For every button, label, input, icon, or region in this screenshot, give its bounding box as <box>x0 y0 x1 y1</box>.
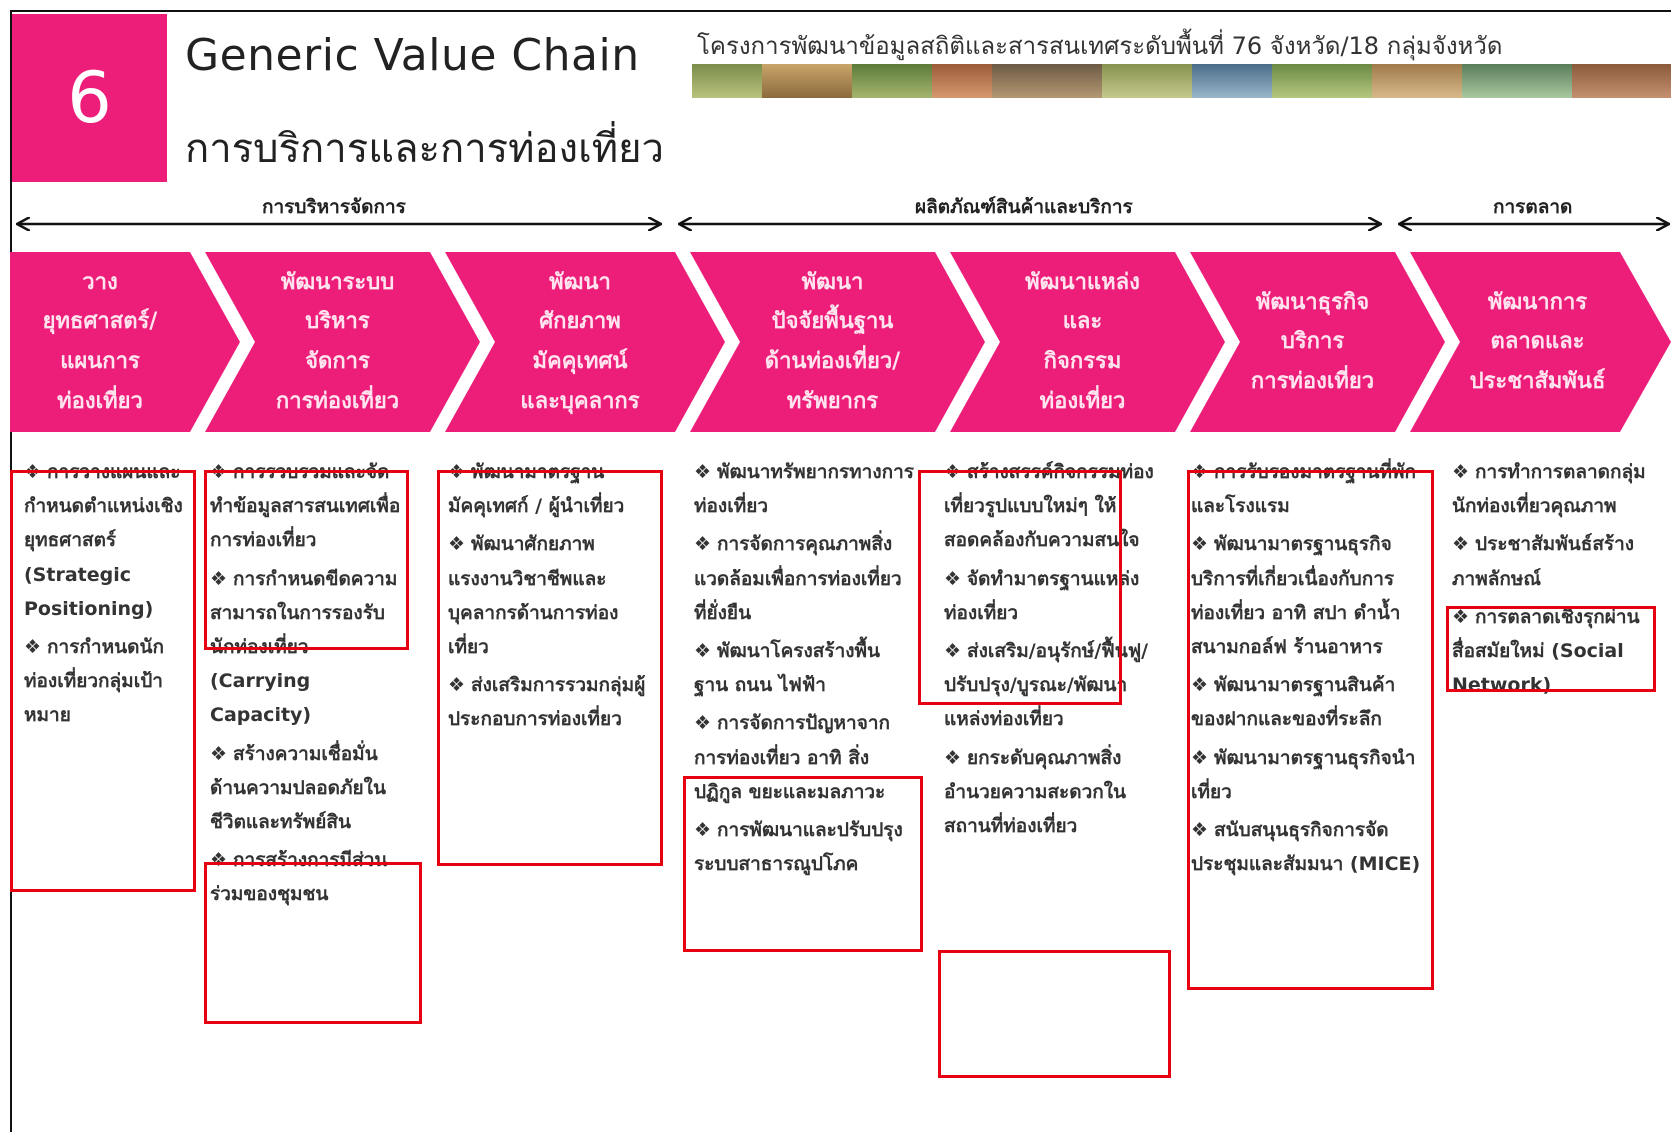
list-item: ❖การพัฒนาและปรับปรุงระบบสาธารณูปโภค <box>694 818 903 876</box>
highlight-box <box>10 470 196 892</box>
list-item: ❖การจัดการคุณภาพสิ่งแวดล้อมเพื่อการท่องเ… <box>694 533 902 624</box>
chevron-1 <box>10 252 240 432</box>
column-5: ❖สร้างสรรค์กิจกรรมท่องเที่ยวรูปแบบใหม่ๆ … <box>944 455 1159 847</box>
list-item: ❖พัฒนามาตรฐานสินค้าของฝากและของที่ระลึก <box>1191 674 1396 731</box>
list-item: ❖สนับสนุนธุรกิจการจัดประชุมและสัมมนา (MI… <box>1191 818 1421 876</box>
list-item: ❖ยกระดับคุณภาพสิ่งอำนวยความสะดวกในสถานที… <box>944 746 1127 837</box>
highlight-box <box>1187 470 1434 990</box>
chevron-label-1: วาง ยุทธศาสตร์/ แผนการ ท่องเที่ยว <box>42 269 158 414</box>
chevron-7 <box>1410 252 1671 432</box>
list-item: ❖ประชาสัมพันธ์สร้างภาพลักษณ์ <box>1452 533 1635 590</box>
chevron-label-2: พัฒนาระบบ บริหาร จัดการ การท่องเที่ยว <box>275 269 400 414</box>
list-item: ❖การทำการตลาดกลุ่มนักท่องเที่ยวคุณภาพ <box>1452 461 1646 518</box>
group-label-management: การบริหารจัดการ <box>262 196 406 218</box>
list-item: ❖พัฒนามาตรฐานธุรกิจนำเที่ยว <box>1191 746 1416 803</box>
list-item: ❖การกำหนดนักท่องเที่ยวกลุ่มเป้าหมาย <box>24 635 164 727</box>
project-caption: โครงการพัฒนาข้อมูลสถิติและสารสนเทศระดับพ… <box>697 32 1503 60</box>
list-item: ❖การสร้างการมีส่วนร่วมของชุมชน <box>210 849 388 906</box>
chevron-2 <box>205 252 480 432</box>
chevron-5 <box>950 252 1225 432</box>
title-english: Generic Value Chain <box>185 30 640 81</box>
highlight-box <box>204 862 422 1024</box>
photo-strip-banner <box>692 64 1671 98</box>
group-label-marketing: การตลาด <box>1493 196 1573 218</box>
list-item: ❖การกำหนดขีดความสามารถในการรองรับนักท่อง… <box>210 567 398 727</box>
highlight-box <box>683 776 923 952</box>
list-item: ❖พัฒนาโครงสร้างพื้นฐาน ถนน ไฟฟ้า <box>694 639 881 697</box>
group-label-products: ผลิตภัณฑ์สินค้าและบริการ <box>915 196 1133 218</box>
highlight-box <box>437 470 663 866</box>
chevron-3 <box>445 252 725 432</box>
list-item: ❖การวางแผนและกำหนดตำแหน่งเชิงยุทธศาสตร์ … <box>24 461 183 620</box>
section-number-badge: 6 <box>12 14 167 182</box>
section-number: 6 <box>67 57 112 139</box>
list-item: ❖ส่งเสริม/อนุรักษ์/ฟื้นฟู/ปรับปรุง/บูรณะ… <box>944 639 1149 731</box>
column-3: ❖พัฒนามาตรฐานมัคคุเทศก์ / ผู้นำเที่ยว ❖พ… <box>448 455 653 741</box>
list-item: ❖พัฒนามาตรฐานธุรกิจบริการที่เกี่ยวเนื่อง… <box>1191 533 1401 658</box>
list-item: ❖ส่งเสริมการรวมกลุ่มผู้ประกอบการท่องเที่… <box>448 674 646 731</box>
list-item: ❖สร้างสรรค์กิจกรรมท่องเที่ยวรูปแบบใหม่ๆ … <box>944 461 1154 552</box>
list-item: ❖สร้างความเชื่อมั่นด้านความปลอดภัยในชีวิ… <box>210 742 386 833</box>
column-1: ❖การวางแผนและกำหนดตำแหน่งเชิงยุทธศาสตร์ … <box>24 455 189 737</box>
highlight-box <box>204 470 409 650</box>
highlight-box <box>1446 606 1656 692</box>
column-2: ❖การรวบรวมและจัดทำข้อมูลสารสนเทศเพื่อการ… <box>210 455 402 915</box>
chevron-label-4: พัฒนา ปัจจัยพื้นฐาน ด้านท่องเที่ยว/ ทรัพ… <box>764 269 901 414</box>
chevron-6 <box>1190 252 1445 432</box>
highlight-box <box>918 470 1122 705</box>
value-chain-graphic <box>10 0 1671 432</box>
chevron-label-3: พัฒนา ศักยภาพ มัคคุเทศน์ และบุคลากร <box>520 269 640 414</box>
chevron-4 <box>690 252 985 432</box>
list-item: ❖พัฒนาศักยภาพแรงงานวิชาชีพและบุคลากรด้าน… <box>448 533 619 658</box>
list-item: ❖พัฒนาทรัพยากรทางการท่องเที่ยว <box>694 461 915 518</box>
chevron-label-6: พัฒนาธุรกิจ บริการ การท่องเที่ยว <box>1250 289 1375 394</box>
chevron-label-5: พัฒนาแหล่ง และ กิจกรรม ท่องเที่ยว <box>1025 269 1140 414</box>
column-6: ❖การรับรองมาตรฐานที่พักและโรงแรม ❖พัฒนาม… <box>1191 455 1427 885</box>
chevron-label-7: พัฒนาการ ตลาดและ ประชาสัมพันธ์ <box>1469 289 1606 394</box>
highlight-box <box>938 950 1171 1078</box>
column-4: ❖พัฒนาทรัพยากรทางการท่องเที่ยว ❖การจัดกา… <box>694 455 914 885</box>
list-item: ❖การจัดการปัญหาจากการท่องเที่ยว อาทิ สิ่… <box>694 712 891 803</box>
title-thai: การบริการและการท่องเที่ยว <box>185 126 665 172</box>
list-item: ❖จัดทำมาตรฐานแหล่งท่องเที่ยว <box>944 567 1140 624</box>
